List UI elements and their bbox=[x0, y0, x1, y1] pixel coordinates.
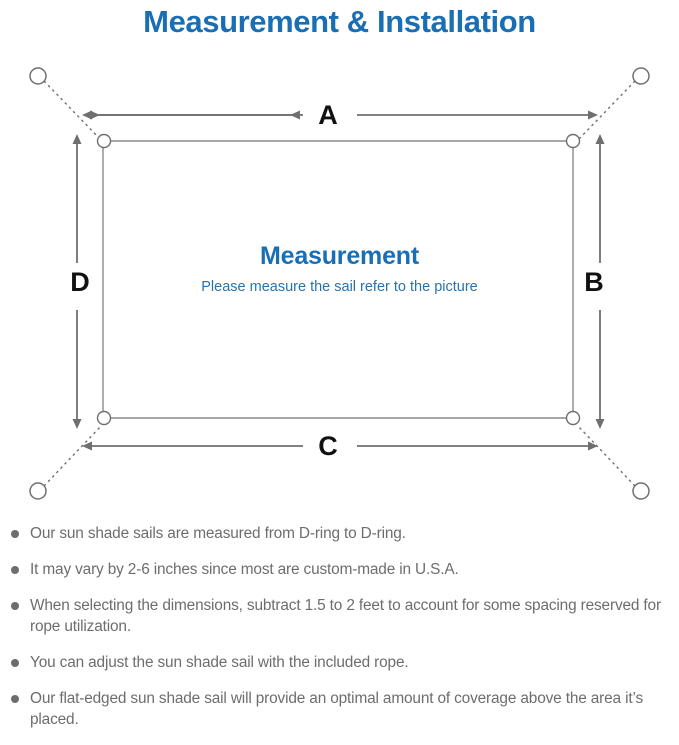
list-item-text: It may vary by 2-6 inches since most are… bbox=[30, 561, 459, 578]
d-ring-bottom-right bbox=[565, 410, 581, 426]
bullet-icon bbox=[11, 659, 19, 667]
anchor-points bbox=[29, 67, 650, 500]
anchor-point-top-left bbox=[29, 67, 47, 85]
d-ring-bottom-left bbox=[96, 410, 112, 426]
list-item-text: Our sun shade sails are measured from D-… bbox=[30, 525, 406, 542]
dimension-label-c: C bbox=[306, 431, 350, 461]
notes-list: Our sun shade sails are measured from D-… bbox=[0, 523, 679, 745]
anchor-point-top-right bbox=[632, 67, 650, 85]
d-rings bbox=[96, 133, 581, 426]
bullet-icon bbox=[11, 530, 19, 538]
dimension-label-d: D bbox=[62, 265, 98, 299]
sail-rectangle bbox=[102, 140, 574, 419]
anchor-point-bottom-left bbox=[29, 482, 47, 500]
rope-line-bottom-left bbox=[43, 425, 102, 487]
dimension-label-b: B bbox=[576, 265, 612, 299]
page-title: Measurement & Installation bbox=[143, 4, 536, 39]
rope-line-top-right bbox=[577, 80, 636, 141]
list-item-text: When selecting the dimensions, subtract … bbox=[30, 597, 661, 635]
dimension-label-a: A bbox=[306, 100, 350, 130]
bullet-icon bbox=[11, 695, 19, 703]
bullet-icon bbox=[11, 602, 19, 610]
d-ring-top-right bbox=[565, 133, 581, 149]
list-item: You can adjust the sun shade sail with t… bbox=[0, 652, 679, 673]
diagram-svg bbox=[29, 67, 650, 500]
list-item-text: Our flat-edged sun shade sail will provi… bbox=[30, 690, 644, 728]
rope-line-bottom-right bbox=[577, 425, 636, 487]
rope-lines bbox=[43, 80, 636, 487]
bullet-icon bbox=[11, 566, 19, 574]
anchor-point-bottom-right bbox=[632, 482, 650, 500]
rope-line-top-left bbox=[43, 80, 102, 141]
list-item: Our sun shade sails are measured from D-… bbox=[0, 523, 679, 544]
shade-sail-diagram: Measurement Please measure the sail refe… bbox=[0, 48, 679, 518]
list-item: It may vary by 2-6 inches since most are… bbox=[0, 559, 679, 580]
list-item: When selecting the dimensions, subtract … bbox=[0, 595, 679, 637]
d-ring-top-left bbox=[96, 133, 112, 149]
list-item: Our flat-edged sun shade sail will provi… bbox=[0, 688, 679, 730]
list-item-text: You can adjust the sun shade sail with t… bbox=[30, 654, 409, 671]
